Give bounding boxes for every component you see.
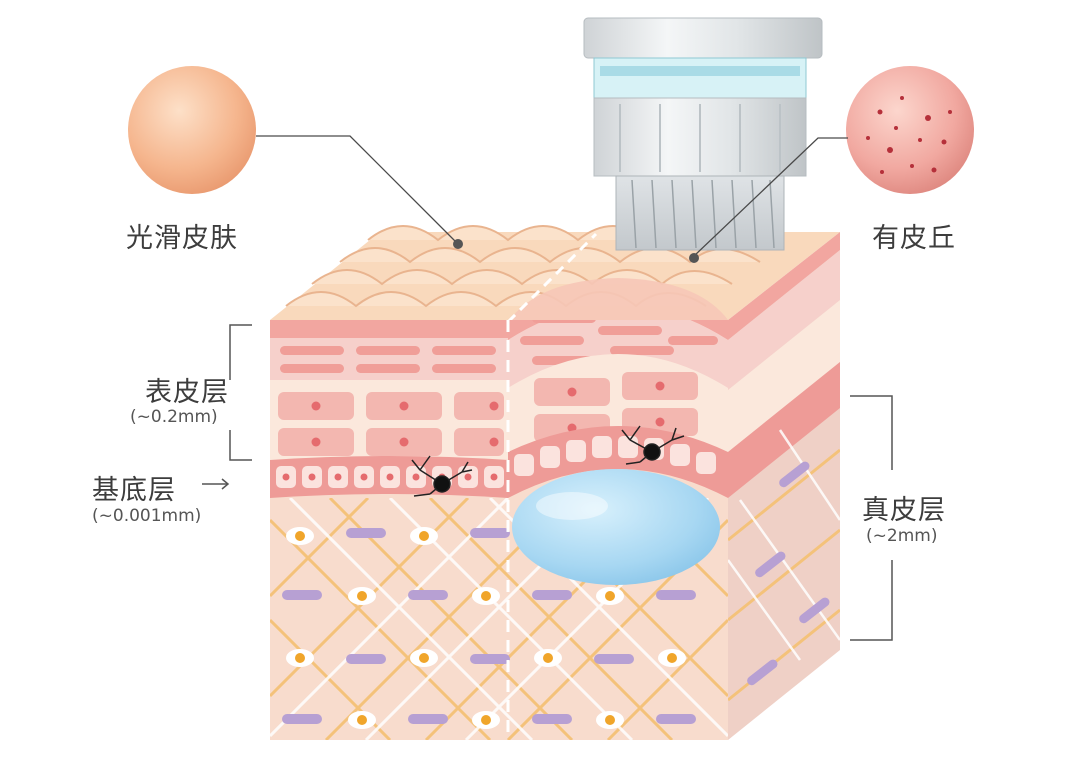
nerve-ending-left — [411, 455, 473, 497]
dermis-depth-label: (~2mm) — [866, 526, 938, 546]
skin-front-face — [270, 320, 728, 740]
epidermis-label: 表皮层 — [145, 377, 229, 408]
papule-skin-sample — [846, 66, 974, 194]
leader-lines — [256, 135, 848, 257]
pointer-dot-papule — [689, 253, 699, 263]
microneedle-device — [583, 17, 823, 251]
epidermis-bracket-bottom — [229, 430, 252, 461]
papule-label: 有皮丘 — [872, 223, 956, 254]
pointer-dot-smooth — [453, 239, 463, 249]
dermis-label: 真皮层 — [862, 495, 946, 526]
basal-arrowhead-icon — [221, 478, 230, 490]
smooth-skin-label: 光滑皮肤 — [126, 223, 238, 254]
smooth-skin-sample — [128, 66, 256, 194]
basal-label: 基底层 — [92, 475, 176, 506]
dermis-bracket-top — [850, 395, 893, 470]
epidermis-bracket-top — [229, 324, 252, 380]
basal-depth-label: (~0.001mm) — [92, 506, 202, 526]
dermis-bracket-bottom — [850, 560, 893, 641]
epidermis-depth-label: (~0.2mm) — [130, 407, 218, 427]
nerve-ending-right — [621, 425, 685, 465]
skin-side-face — [728, 232, 840, 740]
fluid-bubble — [512, 469, 720, 585]
